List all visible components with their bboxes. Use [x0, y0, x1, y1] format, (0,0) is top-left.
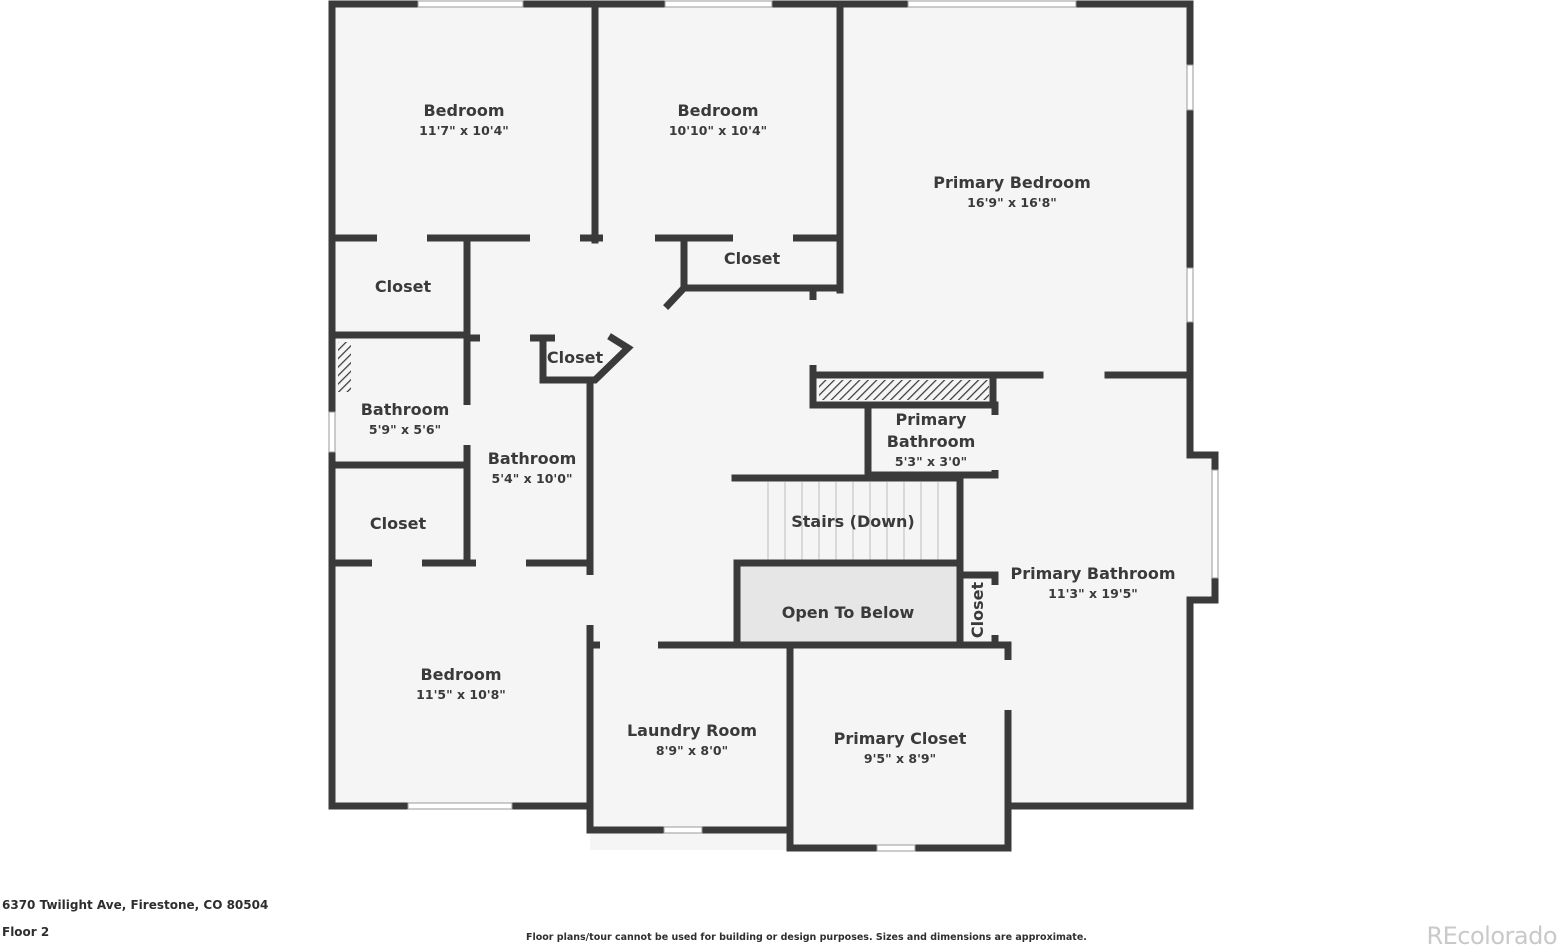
- primary-closet-dims: 9'5" x 8'9": [864, 751, 936, 766]
- open-to-below-fill: [737, 566, 957, 644]
- room-labels: Bedroom 11'7" x 10'4" Bedroom 10'10" x 1…: [361, 101, 1176, 766]
- laundry-dims: 8'9" x 8'0": [656, 743, 728, 758]
- stairs-name: Stairs (Down): [791, 512, 915, 531]
- closet-sw-name: Closet: [370, 514, 427, 533]
- floor-label: Floor 2: [2, 925, 50, 939]
- bathroom-small-dims: 5'9" x 5'6": [369, 422, 441, 437]
- closet-vertical-name: Closet: [968, 582, 987, 639]
- brand-watermark: REcolorado: [1426, 922, 1557, 950]
- bedroom-nw-name: Bedroom: [423, 101, 504, 120]
- floor-area: [332, 4, 1215, 850]
- primary-bedroom-dims: 16'9" x 16'8": [967, 195, 1057, 210]
- hatched-wall-east: [819, 380, 989, 400]
- primary-bathroom-small-name-1: Primary: [896, 410, 967, 429]
- primary-bathroom-small-dims: 5'3" x 3'0": [895, 454, 967, 469]
- disclaimer-text: Floor plans/tour cannot be used for buil…: [526, 932, 1087, 943]
- closet-w-name: Closet: [375, 277, 432, 296]
- bedroom-sw-dims: 11'5" x 10'8": [416, 687, 506, 702]
- bathroom-dims: 5'4" x 10'0": [492, 471, 573, 486]
- closet-angled-name: Closet: [547, 348, 604, 367]
- hatched-wall-west: [338, 342, 351, 392]
- primary-bathroom-dims: 11'3" x 19'5": [1048, 586, 1138, 601]
- primary-bathroom-small-name-2: Bathroom: [887, 432, 976, 451]
- laundry-name: Laundry Room: [627, 721, 757, 740]
- bedroom-sw-name: Bedroom: [420, 665, 501, 684]
- bathroom-name: Bathroom: [488, 449, 577, 468]
- bedroom-n-dims: 10'10" x 10'4": [669, 123, 767, 138]
- stair-treads: [767, 482, 939, 560]
- bathroom-small-name: Bathroom: [361, 400, 450, 419]
- closet-n-name: Closet: [724, 249, 781, 268]
- primary-closet-name: Primary Closet: [834, 729, 967, 748]
- primary-bathroom-name: Primary Bathroom: [1010, 564, 1175, 583]
- primary-bedroom-name: Primary Bedroom: [933, 173, 1091, 192]
- open-to-below-name: Open To Below: [782, 603, 915, 622]
- bedroom-n-name: Bedroom: [677, 101, 758, 120]
- door-openings: [372, 234, 1012, 710]
- windows: [328, 0, 1219, 852]
- bedroom-nw-dims: 11'7" x 10'4": [419, 123, 509, 138]
- property-address: 6370 Twilight Ave, Firestone, CO 80504: [2, 898, 269, 912]
